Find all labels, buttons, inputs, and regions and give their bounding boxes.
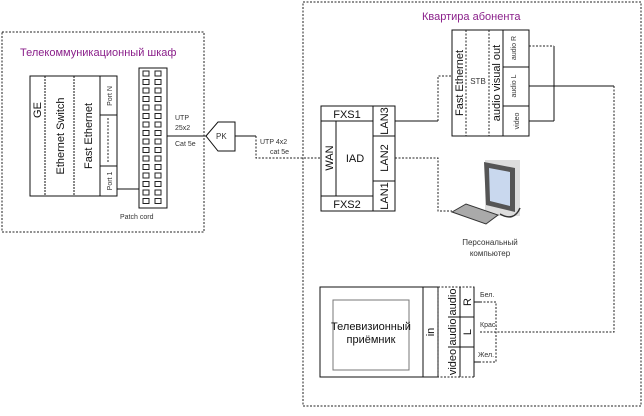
patch-port [154,172,162,179]
tv-audio-r-label: audio [447,289,459,316]
cable-label-3: Cat 5e [175,141,196,148]
patch-port [154,164,162,170]
patch-port [154,198,162,204]
port-1-label: Port 1 [107,172,114,191]
patch-port [142,181,150,187]
patch-port [142,189,150,196]
patch-port [154,87,162,94]
red-cable-label: Крас. [480,322,497,329]
white-cable-label: Бел. [480,292,494,299]
patch-port [154,130,162,136]
computer-icon [450,160,521,225]
fast-ethernet-label: Fast Ethernet [83,103,95,169]
stb-device: Fast Ethernet STB audio visual out audio… [451,29,530,137]
stb-fast-ethernet-label: Fast Ethernet [454,50,466,116]
patch-port [142,104,150,111]
tv-in-label: in [425,328,437,337]
patch-port [154,147,162,153]
patch-port [142,121,150,128]
cable-label-1: UTP [175,115,189,122]
patch-port [154,70,162,77]
patch-label: Patch cord [120,214,154,221]
tv-screen-label-1: Телевизионный [331,321,411,333]
patch-port [154,121,162,128]
ge-label: GE [32,102,44,118]
ethernet-switch: GE Ethernet Switch Fast Ethernet Port N … [29,75,118,197]
tv-video-label: video [447,349,459,375]
tv-receiver: Телевизионный приёмник in video audio au… [319,286,475,378]
patch-port [142,70,150,77]
pk-label: PK [216,132,227,141]
stb-audio-l-label: audio L [511,74,518,97]
stb-video-label: video [514,113,521,130]
tv-audio-l-label: audio [447,319,459,346]
patch-port [154,189,162,196]
fxs1-label: FXS1 [333,109,361,121]
drop-cable-label-1: UTP 4x2 [260,139,287,146]
patch-port [142,147,150,153]
drop-cable-label-2: cat 5e [270,149,289,156]
apartment-boundary [302,1,642,407]
patch-port [154,138,162,145]
cabinet-boundary [1,31,205,233]
port-n-label: Port N [107,86,114,106]
patch-port [142,164,150,170]
patch-port [142,113,150,119]
patch-port [154,96,162,102]
fxs2-label: FXS2 [333,199,361,211]
tv-l-label: L [462,329,474,335]
pc-label-2: компьютер [470,249,511,258]
stb-audio-r-label: audio R [511,36,518,60]
switch-label: Ethernet Switch [55,97,67,174]
tv-r-label: R [462,298,474,306]
patch-port [154,181,162,187]
pc-label-1: Персональный [462,238,518,247]
patch-port [154,104,162,111]
patch-port [142,198,150,204]
lan3-label: LAN3 [379,107,391,135]
patch-port [142,87,150,94]
stb-label: STB [470,77,486,86]
iad-device: FXS1 FXS2 WAN IAD LAN3 LAN2 LAN1 [320,105,396,212]
apartment-title: Квартира абонента [422,11,521,23]
patch-port [142,96,150,102]
wan-label: WAN [324,145,336,170]
lan2-label: LAN2 [379,144,391,172]
yellow-cable-label: Жел. [478,352,494,359]
cabinet-title: Телекоммуникационный шкаф [20,47,176,59]
lan1-label: LAN1 [379,182,391,210]
patch-panel [138,67,168,209]
iad-label: IAD [346,153,364,165]
cable-label-2: 25x2 [175,125,190,132]
tv-screen-label-2: приёмник [347,334,396,346]
patch-port [154,79,162,85]
patch-port [142,138,150,145]
av-out-label: audio visual out [491,45,503,121]
patch-port [142,155,150,162]
patch-port [142,172,150,179]
patch-port [142,79,150,85]
patch-port [154,113,162,119]
patch-port [154,155,162,162]
patch-port [142,130,150,136]
